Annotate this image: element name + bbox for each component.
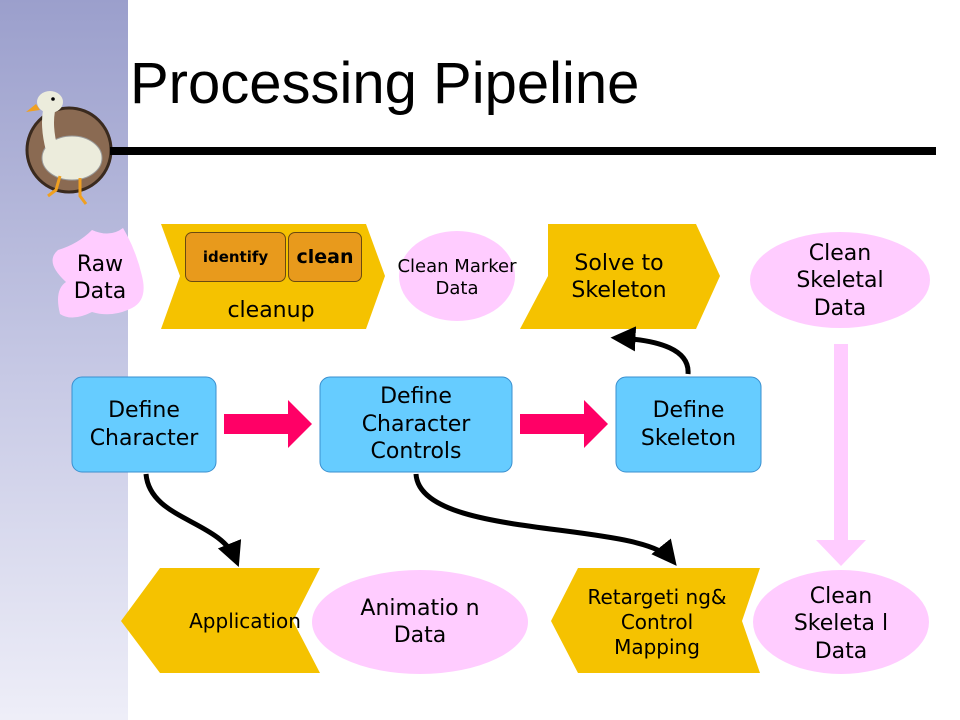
page-title: Processing Pipeline — [130, 51, 640, 116]
define-character-label: Define Character — [89, 398, 199, 451]
identify-chip: identify — [185, 232, 286, 282]
application-label: Application — [189, 608, 301, 633]
curve-arrow-controls-to-retargeting — [413, 473, 677, 566]
title-underline — [110, 147, 936, 155]
define-character-controls-box — [319, 376, 513, 473]
clean-skeletal-data-bottom-label: Clean Skeleta l Data — [793, 583, 889, 664]
clean-skeletal-data-bottom-ellipse — [753, 570, 929, 674]
cleanup-label: cleanup — [227, 298, 315, 324]
magenta-arrow-1 — [224, 400, 312, 448]
raw-data-label: Raw Data — [73, 251, 127, 305]
application-chevron — [121, 568, 320, 673]
clean-marker-data-ellipse — [399, 231, 515, 321]
retargeting-chevron — [551, 568, 760, 673]
curve-arrow-skeleton-to-solve — [610, 326, 691, 375]
animation-data-ellipse — [312, 570, 528, 674]
define-character-box — [71, 376, 217, 473]
clean-skeletal-data-top-ellipse — [750, 232, 930, 328]
magenta-arrow-2 — [520, 400, 608, 448]
solve-to-skeleton-label: Solve to Skeleton — [571, 250, 667, 304]
define-skeleton-box — [615, 376, 762, 473]
clean-skeletal-data-top-label: Clean Skeletal Data — [796, 240, 884, 321]
raw-data-shape — [52, 228, 144, 318]
clean-chip: clean — [288, 232, 362, 282]
curve-arrow-character-to-application — [143, 473, 242, 567]
retargeting-label: Retargeti ng& Control Mapping — [587, 584, 727, 659]
animation-data-label: Animatio n Data — [360, 595, 480, 649]
clean-marker-data-label: Clean Marker Data — [397, 255, 517, 300]
define-skeleton-label: Define Skeleton — [640, 398, 737, 451]
solve-to-skeleton-chevron — [520, 224, 720, 329]
pink-down-arrow — [816, 344, 866, 566]
define-character-controls-label: Define Character Controls — [361, 384, 471, 465]
duck-icon — [25, 91, 113, 205]
